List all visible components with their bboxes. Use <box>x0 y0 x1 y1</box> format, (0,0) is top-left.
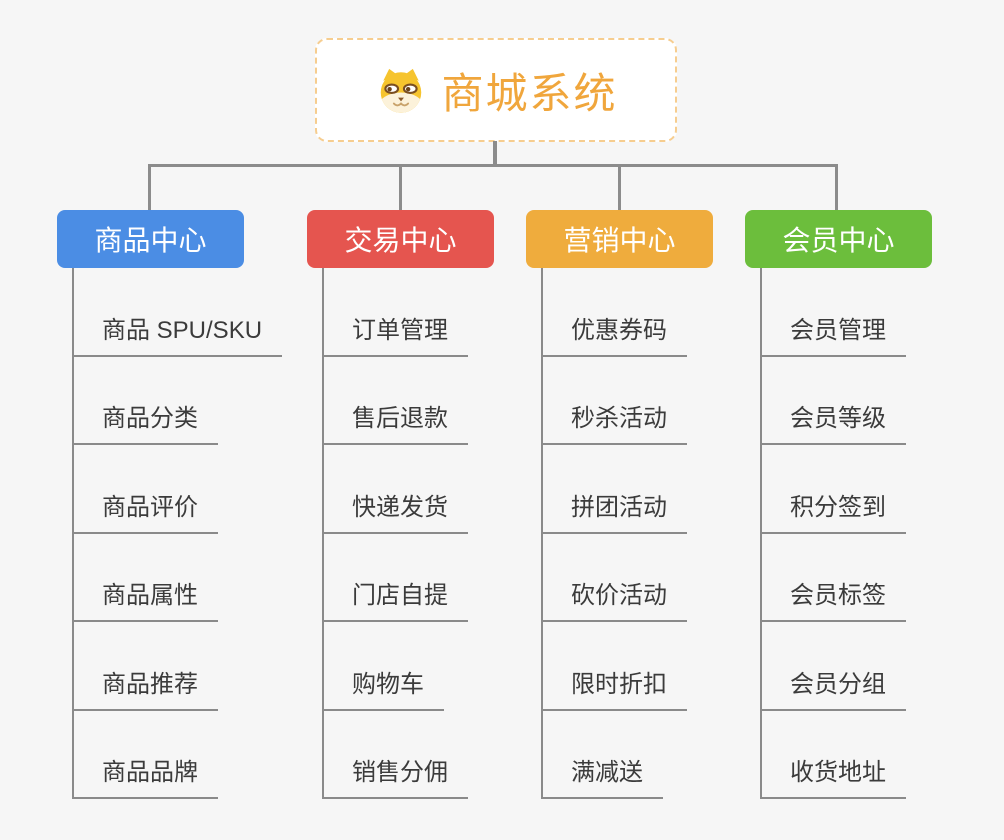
connector-drop-1 <box>148 164 151 211</box>
branch-node-marketing-center[interactable]: 营销中心 <box>526 210 713 268</box>
child-node[interactable]: 快递发货 <box>322 487 468 534</box>
child-node[interactable]: 秒杀活动 <box>541 398 687 445</box>
child-node[interactable]: 限时折扣 <box>541 664 687 711</box>
child-node[interactable]: 商品评价 <box>72 487 218 534</box>
child-node[interactable]: 拼团活动 <box>541 487 687 534</box>
branch-trunk-3 <box>541 268 543 799</box>
branch-node-trade-center[interactable]: 交易中心 <box>307 210 494 268</box>
connector-root-stub <box>493 141 497 167</box>
child-node[interactable]: 商品属性 <box>72 575 218 622</box>
child-node[interactable]: 收货地址 <box>760 752 906 799</box>
branch-trunk-4 <box>760 268 762 799</box>
child-node[interactable]: 商品推荐 <box>72 664 218 711</box>
child-node[interactable]: 商品分类 <box>72 398 218 445</box>
child-node[interactable]: 商品 SPU/SKU <box>72 310 283 357</box>
connector-drop-3 <box>618 164 621 211</box>
branch-node-member-center[interactable]: 会员中心 <box>745 210 932 268</box>
branch-trunk-2 <box>322 268 324 799</box>
connector-horizontal-bar <box>148 164 838 167</box>
dog-face-icon <box>381 68 422 113</box>
child-node[interactable]: 售后退款 <box>322 398 468 445</box>
child-node[interactable]: 订单管理 <box>322 310 468 357</box>
child-node[interactable]: 销售分佣 <box>322 752 468 799</box>
connector-drop-4 <box>835 164 838 211</box>
branch-trunk-1 <box>72 268 74 799</box>
child-node[interactable]: 积分签到 <box>760 487 906 534</box>
child-node[interactable]: 优惠券码 <box>541 310 687 357</box>
child-node[interactable]: 购物车 <box>322 664 444 711</box>
connector-drop-2 <box>399 164 402 211</box>
branch-node-product-center[interactable]: 商品中心 <box>57 210 244 268</box>
child-node[interactable]: 砍价活动 <box>541 575 687 622</box>
root-node[interactable]: 商城系统 <box>315 38 677 142</box>
child-node[interactable]: 会员管理 <box>760 310 906 357</box>
child-node[interactable]: 门店自提 <box>322 575 468 622</box>
child-node[interactable]: 会员等级 <box>760 398 906 445</box>
root-title: 商城系统 <box>441 69 618 117</box>
child-node[interactable]: 满减送 <box>541 752 663 799</box>
child-node[interactable]: 商品品牌 <box>72 752 218 799</box>
child-node[interactable]: 会员分组 <box>760 664 906 711</box>
child-node[interactable]: 会员标签 <box>760 575 906 622</box>
